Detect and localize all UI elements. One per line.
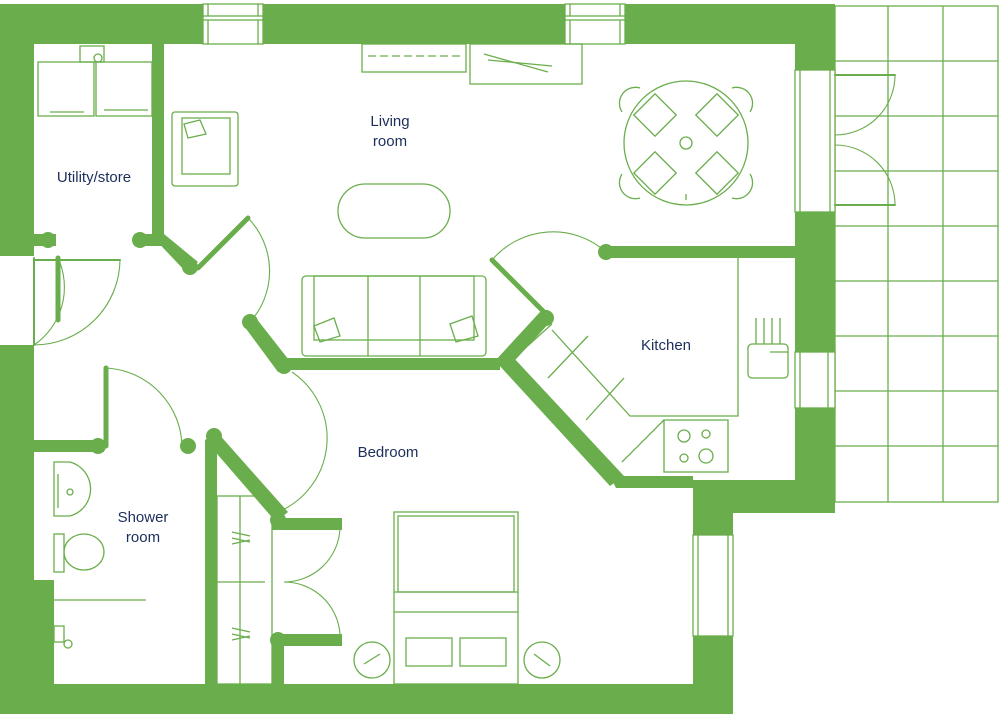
- sideboard: [361, 43, 583, 85]
- entrance-door: [33, 255, 65, 346]
- dining-table-icon: [618, 80, 754, 206]
- living-door: [195, 215, 271, 323]
- terrace-icon: [834, 5, 999, 503]
- living-room-label-line2: room: [372, 133, 408, 150]
- bedroom-door: [277, 371, 328, 513]
- walls: [0, 4, 835, 714]
- shower-room-label-line1: Shower: [117, 509, 169, 526]
- kitchen-door: [489, 231, 607, 317]
- utility-door: [33, 259, 121, 346]
- coffee-table-icon: [337, 183, 451, 239]
- kitchen-label: Kitchen: [640, 337, 692, 354]
- living-room-label: Living room: [360, 112, 420, 152]
- armchair-icon: [171, 111, 239, 187]
- terrace-door: [834, 74, 896, 206]
- bedside-lamps: [353, 641, 561, 679]
- kitchen-counter: [511, 258, 739, 473]
- wardrobe-icon: [216, 495, 273, 685]
- utility-appliances: [37, 45, 153, 117]
- bedroom-label: Bedroom: [357, 444, 419, 461]
- bed-icon: [393, 511, 519, 685]
- sink-icon: [747, 318, 789, 379]
- utility-room-label: Utility/store: [56, 169, 132, 186]
- wardrobe-doors: [283, 527, 341, 635]
- hob-icon: [677, 429, 714, 464]
- toilet-icon: [53, 533, 105, 573]
- shower-tray: [53, 599, 146, 649]
- shower-room-label-line2: room: [125, 529, 161, 546]
- living-room-label-line1: Living: [370, 113, 410, 130]
- sofa-icon: [301, 275, 487, 357]
- basin-icon: [53, 461, 92, 517]
- diagonal-walls: [150, 234, 693, 522]
- shower-room-label: Shower room: [108, 508, 178, 548]
- windows: [202, 3, 836, 637]
- shower-door: [103, 365, 183, 449]
